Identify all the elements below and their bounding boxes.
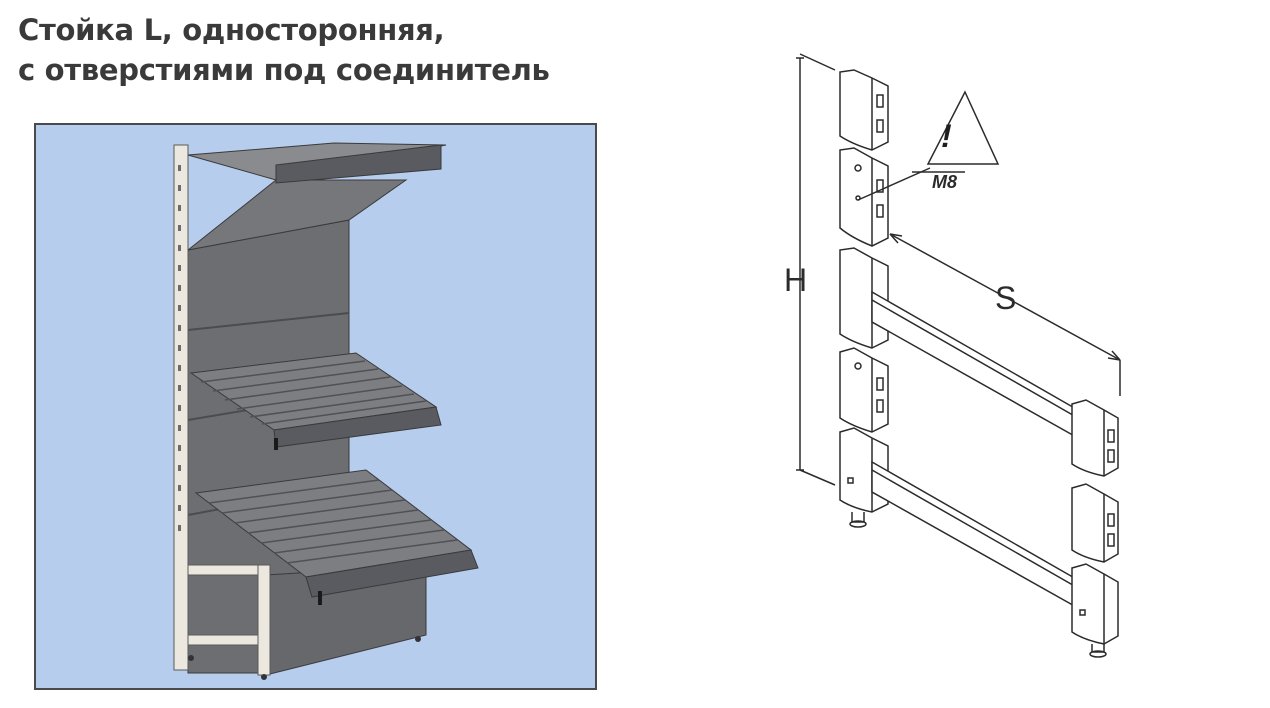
lower-shelf-slats (208, 479, 458, 564)
shelf-rendering (34, 123, 597, 690)
upright-piece-4 (839, 347, 889, 433)
page-title: Стойка L, односторонняя, с отверстиями п… (18, 10, 658, 90)
upright-piece-top (839, 69, 889, 151)
upright-perforations (178, 165, 181, 531)
right-end-piece-upper (1071, 399, 1119, 477)
warning-triangle-icon (926, 90, 1000, 165)
warning-exclamation: ! (941, 118, 952, 154)
foot-mid (261, 674, 267, 680)
shelf-illustration (173, 142, 479, 680)
lower-shelf-lip (305, 549, 479, 598)
span-label: S (995, 280, 1017, 316)
warning-leader-line (857, 167, 931, 201)
title-line-1: Стойка L, односторонняя, (18, 13, 445, 47)
foot-left (188, 655, 194, 661)
foot-right (415, 636, 421, 642)
lower-beam (871, 460, 1079, 610)
top-canopy-front (275, 144, 442, 184)
base-frame (187, 564, 271, 676)
component-diagram (796, 53, 1121, 658)
middle-shelf-slats (200, 360, 427, 425)
lower-price-clip (318, 591, 322, 605)
height-label: H (784, 262, 808, 298)
bolt-size-label: M8 (932, 172, 958, 192)
top-canopy-underside (187, 179, 408, 251)
right-end-piece-middle (1071, 483, 1119, 563)
middle-price-clip (274, 438, 278, 450)
title-line-2: с отверстиями под соединитель (18, 53, 550, 87)
upper-beam (871, 290, 1079, 440)
right-end-piece-bottom (1071, 563, 1119, 658)
span-dimension-line (889, 233, 1121, 361)
